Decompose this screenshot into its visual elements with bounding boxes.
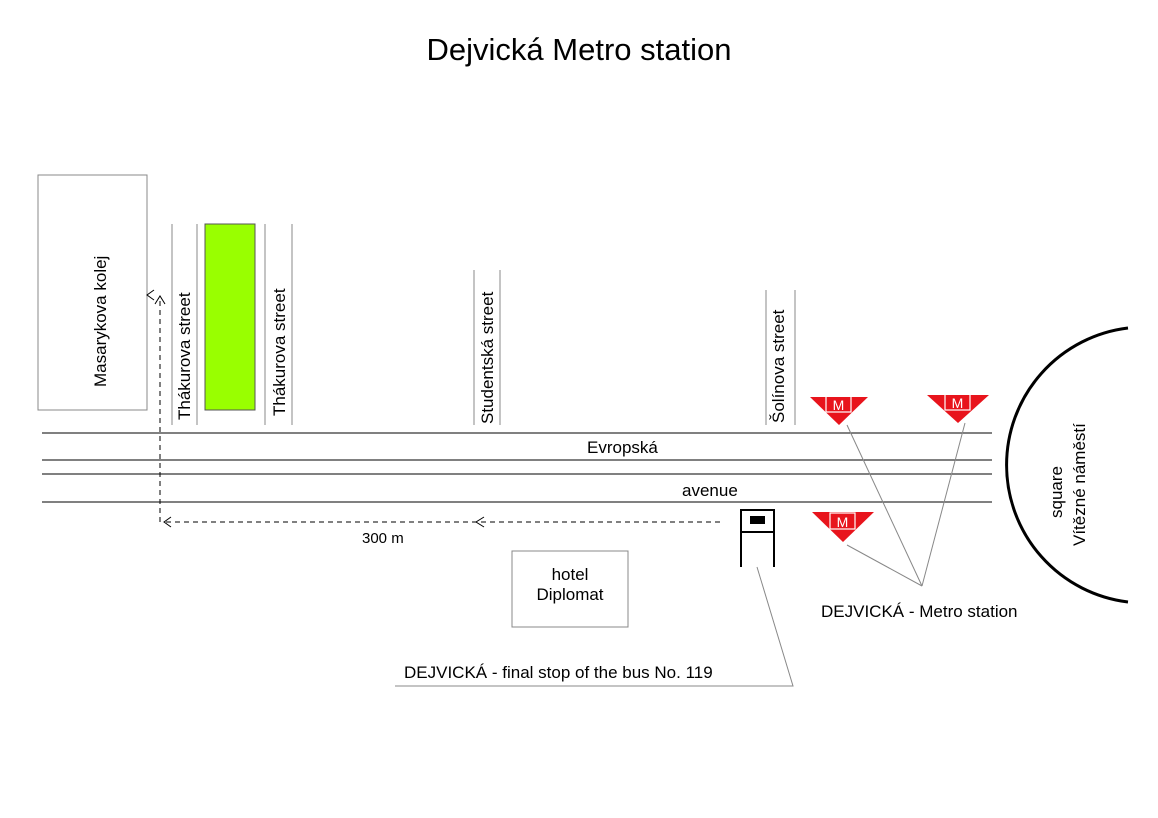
- bus-stop-icon: [740, 509, 775, 567]
- metro-station-caption: DEJVICKÁ - Metro station: [821, 602, 1018, 621]
- thakurova-street-right-label: Thákurova street: [270, 288, 289, 416]
- bus-stop-caption: DEJVICKÁ - final stop of the bus No. 119: [404, 663, 713, 682]
- hotel-label: hotel: [551, 565, 589, 584]
- distance-label: 300 m: [362, 530, 404, 547]
- svg-text:M: M: [837, 514, 849, 530]
- walking-route: [159, 296, 720, 523]
- park-block: [204, 223, 256, 411]
- route-arrowheads: [146, 289, 485, 528]
- metro-triangle-icon: M: [927, 393, 989, 423]
- bus-leader-lines: [395, 566, 794, 687]
- thakurova-street-left-label: Thákurova street: [175, 292, 194, 420]
- street-edges: [171, 224, 796, 425]
- metro-leader-lines: [846, 422, 966, 587]
- metro-triangle-icon: M: [810, 395, 868, 425]
- masarykova-kolej-label: Masarykova kolej: [91, 255, 110, 387]
- svg-text:M: M: [952, 395, 964, 411]
- evropska-avenue-lines: [42, 432, 992, 503]
- avenue-label: avenue: [682, 481, 738, 500]
- map-title: Dejvická Metro station: [426, 32, 732, 67]
- vitezne-namesti-label: Vítězné náměstí: [1070, 423, 1089, 546]
- masarykova-kolej-building: [37, 174, 148, 411]
- evropska-label: Evropská: [587, 438, 658, 457]
- solinova-street-label: Šolínova street: [769, 309, 788, 423]
- hotel-diplomat-building: [511, 550, 629, 628]
- hotel-name-label: Diplomat: [536, 585, 604, 604]
- svg-text:M: M: [833, 397, 845, 413]
- metro-triangle-icon: M: [812, 512, 874, 542]
- studentska-street-label: Studentská street: [478, 291, 497, 424]
- square-label: square: [1047, 466, 1066, 518]
- square-arc: [1005, 326, 1129, 604]
